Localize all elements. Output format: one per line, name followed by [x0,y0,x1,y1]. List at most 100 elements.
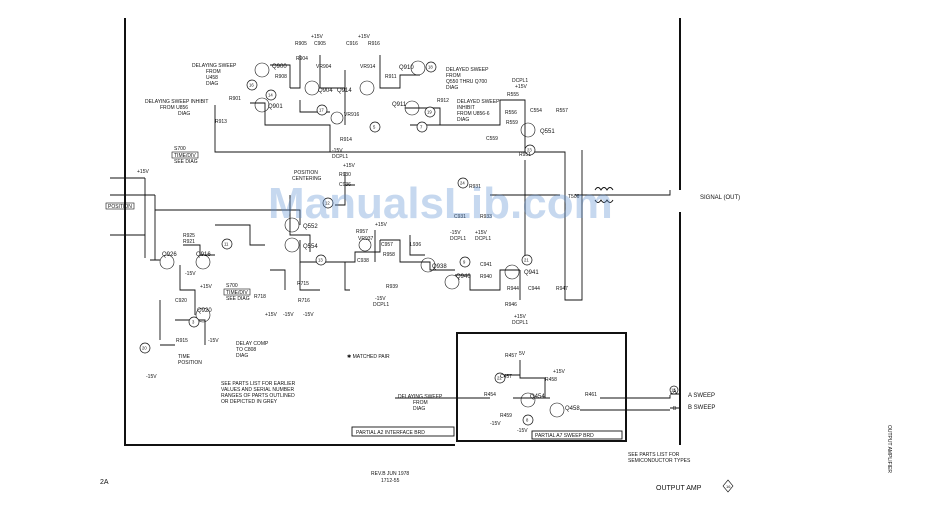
supply-p15: +15V [514,314,526,320]
delaying-sweep-top-4: DIAG [206,81,218,87]
c931-label: C931 [454,214,466,220]
node-markers: 16 14 17 18 19 5 7 23 24 12 11 13 21 9 3… [139,61,679,426]
supply-p15: +15V [200,284,212,290]
c941-label: C941 [480,262,492,268]
q554-label: Q554 [303,244,318,250]
supply-dcpl: DCPL1 [332,154,348,160]
node-label: 16 [249,83,254,88]
r458-label: R458 [545,377,557,383]
s700-top-1: S700 [174,146,186,152]
r718-label: R718 [254,294,266,300]
q904-label: Q904 [318,88,333,94]
timing-position-1: TIME [178,354,191,360]
supply-m15: -15V [450,230,461,236]
node-label: 12 [325,201,330,206]
node-label: 13 [318,258,323,263]
supply-m15: -15V [208,338,219,344]
delayed-sweep-3: Q550 THRU Q700 [446,79,487,85]
c957-label: C957 [381,242,393,248]
r921-label: R921 [183,239,195,245]
l936-label: L936 [410,242,421,248]
r716-label: R716 [298,298,310,304]
corner-label: 2A [100,479,109,486]
supply-p15: +15V [343,163,355,169]
node-label: 17 [319,108,324,113]
semiconductor-note-2: SEMICONDUCTOR TYPES [628,458,691,464]
supply-m15: -15V [303,312,314,318]
c944-label: C944 [528,286,540,292]
r461-label: R461 [585,392,597,398]
s700-bottom-1: S700 [226,283,238,289]
delaying-sweep-top-2: FROM [206,69,221,75]
node-label: 21 [524,258,529,263]
signal-out-label: SIGNAL (OUT) [700,195,740,201]
delayed-inhibit-2: INHIBIT [457,105,475,111]
r908-label: R908 [275,74,287,80]
c457-label: C457 [500,374,512,380]
diagram-number-diamond [722,479,734,493]
bottom-title-symbol: 16 [726,484,731,489]
r454-label: R454 [484,392,496,398]
c936-label: C936 [339,182,351,188]
position-centering-1: POSITION [294,170,318,176]
supply-p15: +15V [137,169,149,175]
supply-m15b: -15V [517,428,528,434]
delaying-sweep-bottom-3: DIAG [413,406,425,412]
delayed-inhibit-3: FROM U856-6 [457,111,490,117]
r946-label: R946 [505,302,517,308]
r958-label: R958 [383,252,395,258]
supply-p15: +15V [358,34,370,40]
semiconductor-note-1: SEE PARTS LIST FOR [628,452,680,458]
supply-m15: -15V [185,271,196,277]
q938-label: Q938 [432,264,447,270]
sweep-board-label: PARTIAL A7 SWEEP BRD [535,433,594,439]
supply-dcpl: DCPL1 [475,236,491,242]
supply-p15: +15V [265,312,277,318]
signal-labels: DELAYING SWEEP FROM U458 DIAG DELAYED SW… [105,63,740,412]
supply-m15b: -15V [490,421,501,427]
position-label: POSITION [108,204,132,210]
r556-label: R556 [505,110,517,116]
supply-m15: -15V [375,296,386,302]
t506-label: T506 [568,194,580,200]
watermark: ManualsLib.com [268,179,613,228]
q454-label: Q454 [530,394,545,400]
c559-label: C559 [486,136,498,142]
s700-bottom-3: SEE DIAG [226,296,250,302]
c916-label: C916 [346,41,358,47]
r957-label: R957 [356,229,368,235]
revision-line-1: REV.B JUN 1978 [371,471,409,477]
transistor-labels: Q900 Q901 Q904 Q914 Q910 Q911 Q551 Q552 … [162,64,580,412]
supply-m15: -15V [146,374,157,380]
parts-note-2: VALUES AND SERIAL NUMBER [221,387,294,393]
delayed-sweep-4: DIAG [446,85,458,91]
r459-label: R459 [500,413,512,419]
interface-board-label: PARTIAL A2 INTERFACE BRD [356,430,425,436]
supply-p15: +15V [311,34,323,40]
parts-note-3: RANGES OF PARTS OUTLINED [221,393,295,399]
component-labels: R905 C905 R904 VR904 C916 R916 VR914 R91… [175,41,597,419]
transistor-symbols [159,60,565,418]
q911-label: Q911 [392,102,407,108]
node-label: 14 [268,93,273,98]
r559-label: R559 [506,120,518,126]
q914-label: Q914 [337,88,352,94]
c938-label: C938 [357,258,369,264]
delaying-sweep-top-3: U458 [206,75,218,81]
node-label: 15 [671,388,676,393]
c920-label: C920 [175,298,187,304]
supply-p15b: +15V [553,369,565,375]
node-label: 7 [420,125,423,130]
r916-label: R916 [368,41,380,47]
q551-label: Q551 [540,129,555,135]
r913-label: R913 [215,119,227,125]
transformer-t506 [594,187,615,203]
r905-label: R905 [295,41,307,47]
position-centering-2: CENTERING [292,176,322,182]
s700-top-3: SEE DIAG [174,159,198,165]
r930-label: R930 [339,172,351,178]
r557-label: R557 [556,108,568,114]
s700-bottom-2: TIME/DIV [226,290,248,296]
supply-p15: +15V [475,230,487,236]
